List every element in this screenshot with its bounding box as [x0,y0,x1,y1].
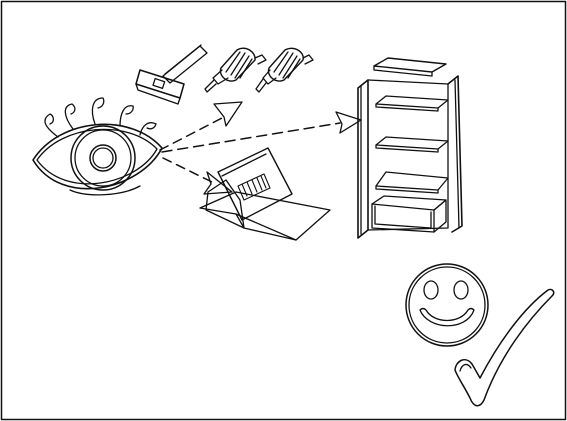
hammer-icon [135,44,208,105]
eye-icon [32,97,163,196]
checkmark-icon [454,288,555,407]
instruction-booklet-icon [199,147,331,241]
screwdriver-icon [255,47,314,93]
arrow-to-cabinet [161,111,362,153]
arrow-to-tools [159,101,243,151]
shelf-cabinet-icon [357,57,463,239]
smiley-face-icon [405,263,489,347]
screwdriver-icon [204,47,267,93]
arrow-to-booklet [162,157,233,195]
